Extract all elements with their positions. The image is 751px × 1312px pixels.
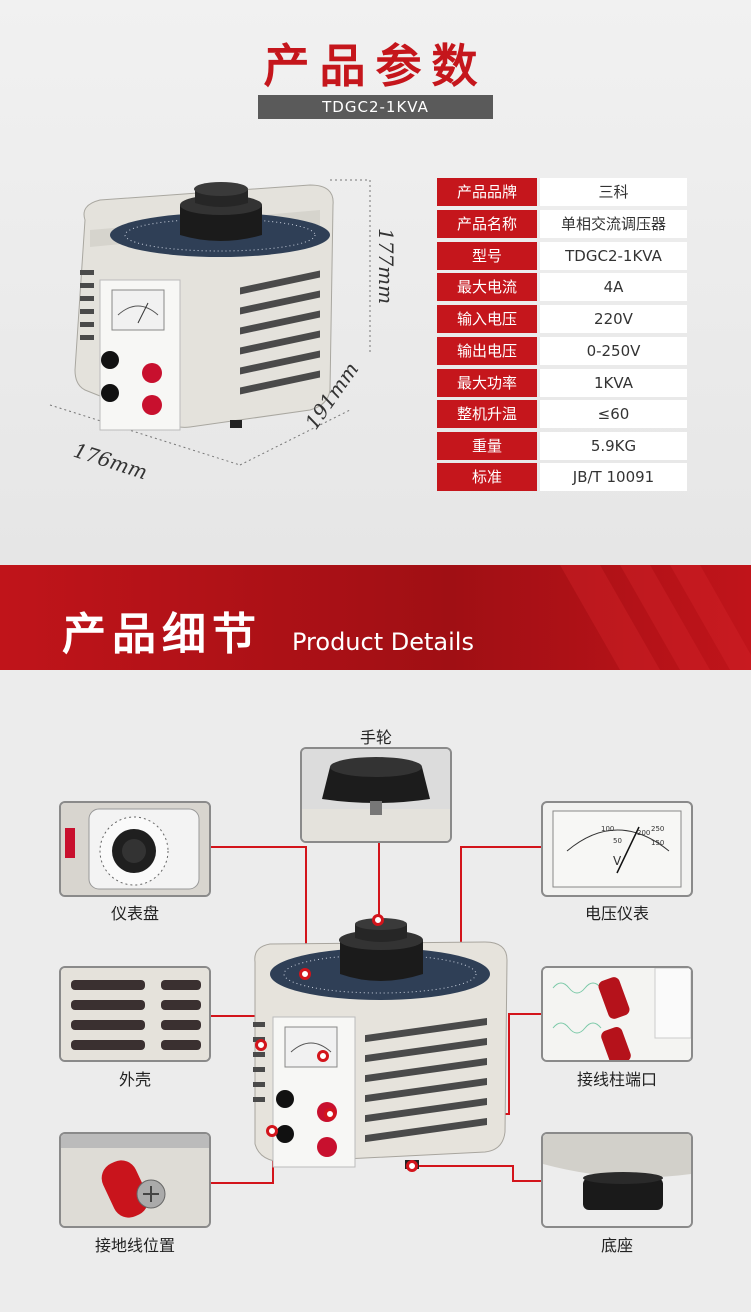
callout-ground-image xyxy=(59,1132,211,1228)
spec-label: 型号 xyxy=(437,242,537,270)
product-image xyxy=(49,179,371,466)
callout-voltmeter-image: 100 50 200 250 150 V xyxy=(541,801,693,897)
connector-line xyxy=(210,1182,274,1184)
details-subtitle: Product Details xyxy=(292,628,474,656)
spec-value: ≤60 xyxy=(540,400,687,428)
spec-label: 输出电压 xyxy=(437,337,537,365)
callout-dial-label: 仪表盘 xyxy=(110,904,159,923)
connector-line xyxy=(508,1013,510,1115)
callout-handwheel-image xyxy=(300,747,452,843)
callout-base-label: 底座 xyxy=(600,1236,633,1255)
spec-label: 产品品牌 xyxy=(437,178,537,206)
connector-dot xyxy=(324,1108,336,1120)
meter-tick: 100 xyxy=(601,825,614,833)
connector-line xyxy=(512,1180,542,1182)
spec-label: 整机升温 xyxy=(437,400,537,428)
meter-tick: 50 xyxy=(613,837,622,845)
connector-line xyxy=(210,1015,262,1017)
spec-value: 三科 xyxy=(540,178,687,206)
spec-label: 标准 xyxy=(437,463,537,491)
spec-value: 5.9KG xyxy=(540,432,687,460)
callout-shell-image xyxy=(59,966,211,1062)
callout-ground-label: 接地线位置 xyxy=(94,1236,175,1255)
callout-handwheel-label: 手轮 xyxy=(359,728,392,747)
center-product-image xyxy=(253,918,508,1169)
spec-label: 产品名称 xyxy=(437,210,537,238)
connector-line xyxy=(412,1165,514,1167)
connector-line xyxy=(512,1165,514,1181)
spec-row: 整机升温≤60 xyxy=(437,400,687,428)
callout-base-image xyxy=(541,1132,693,1228)
spec-value: 0-250V xyxy=(540,337,687,365)
spec-value: TDGC2-1KVA xyxy=(540,242,687,270)
spec-label: 最大电流 xyxy=(437,273,537,301)
params-title: 产品参数 xyxy=(263,39,488,93)
spec-value: 4A xyxy=(540,273,687,301)
connector-dot xyxy=(299,968,311,980)
spec-value: 单相交流调压器 xyxy=(540,210,687,238)
details-banner xyxy=(0,565,751,670)
callout-shell-label: 外壳 xyxy=(118,1070,151,1089)
callout-voltmeter-label: 电压仪表 xyxy=(584,904,649,923)
details-title: 产品细节 xyxy=(62,609,262,660)
spec-row: 产品品牌三科 xyxy=(437,178,687,206)
connector-dot xyxy=(266,1125,278,1137)
callout-dial-image xyxy=(59,801,211,897)
spec-label: 重量 xyxy=(437,432,537,460)
connector-line xyxy=(210,846,306,848)
spec-value: 1KVA xyxy=(540,369,687,397)
meter-tick: 150 xyxy=(651,839,664,847)
meter-tick: 250 xyxy=(651,825,664,833)
connector-dot xyxy=(317,1050,329,1062)
connector-line xyxy=(378,838,380,920)
connector-dot xyxy=(255,1039,267,1051)
connector-line xyxy=(508,1013,542,1015)
spec-value: 220V xyxy=(540,305,687,333)
connector-line xyxy=(305,846,307,974)
connector-line xyxy=(460,846,542,848)
callout-terminal-image xyxy=(541,966,693,1062)
meter-unit: V xyxy=(613,854,622,868)
banner-stripes xyxy=(560,565,751,670)
spec-value: JB/T 10091 xyxy=(540,463,687,491)
dim-height: 177mm xyxy=(374,228,398,305)
spec-label: 输入电压 xyxy=(437,305,537,333)
meter-tick: 200 xyxy=(637,829,650,837)
spec-label: 最大功率 xyxy=(437,369,537,397)
spec-row: 产品名称单相交流调压器 xyxy=(437,210,687,238)
callout-terminal-label: 接线柱端口 xyxy=(576,1070,657,1089)
connector-dot xyxy=(406,1160,418,1172)
connector-dot xyxy=(372,914,384,926)
model-bar: TDGC2-1KVA xyxy=(258,95,493,119)
